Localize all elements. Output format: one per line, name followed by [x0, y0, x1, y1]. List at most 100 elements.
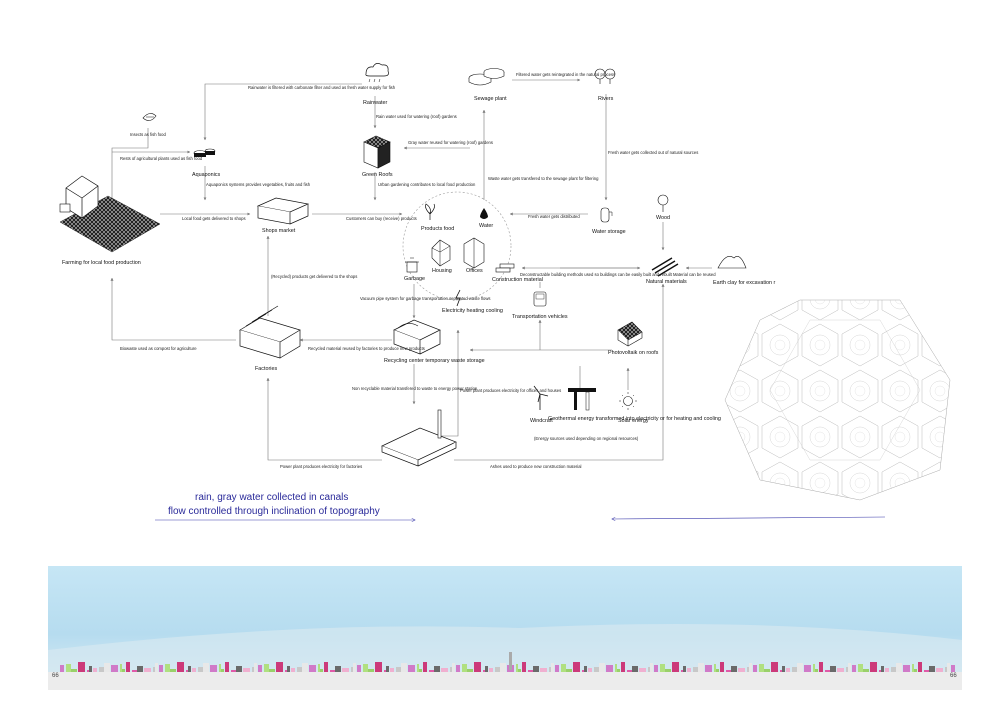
skyline-building: [627, 670, 632, 672]
skyline-building: [665, 669, 671, 672]
skyline-building: [441, 668, 448, 672]
label-shops: Shops market: [262, 228, 296, 234]
wind-turbine-icon: [533, 385, 549, 410]
label-earth-clay: Earth clay for excavation r: [713, 280, 776, 286]
skyline-building: [951, 665, 955, 672]
note-insects: Insects as fish food: [130, 132, 167, 137]
skyline-building: [584, 666, 587, 672]
skyline-building: [522, 662, 526, 672]
skyline-building: [363, 664, 368, 672]
skyline-building: [705, 665, 712, 672]
note-energy-sources: (Energy sources used depending on region…: [534, 436, 639, 441]
skyline-building: [914, 669, 917, 672]
garbage-bin-icon: [405, 257, 419, 273]
skyline-building: [573, 662, 580, 672]
skyline-building: [518, 669, 521, 672]
skyline-building: [93, 668, 97, 672]
skyline-building: [132, 670, 137, 672]
note-rests: Rests of agricultural plants used as fis…: [120, 156, 203, 161]
skyline-building: [170, 669, 176, 672]
skyline-building: [297, 667, 302, 672]
label-rainwater: Rainwater: [363, 100, 387, 106]
note-non-recyclable: Non recyclable material transfered to wa…: [352, 386, 478, 391]
skyline-building: [650, 663, 653, 672]
skyline-building: [726, 670, 731, 672]
skyline-building: [120, 664, 122, 672]
skyline-building: [792, 667, 797, 672]
skyline-building: [749, 663, 752, 672]
skyline-building: [771, 662, 778, 672]
tram-icon: [533, 291, 547, 307]
skyline-building: [87, 670, 89, 672]
label-offices: Offices: [466, 268, 483, 274]
skyline-building: [401, 663, 407, 672]
skyline-building: [302, 663, 308, 672]
skyline-building: [192, 668, 196, 672]
skyline-building: [648, 667, 650, 672]
skyline-building: [243, 668, 250, 672]
skyline-building: [815, 669, 818, 672]
label-natural-materials: Natural materials: [646, 279, 687, 285]
skyline-building: [615, 664, 617, 672]
city-skyline-panorama: 66 66: [48, 566, 962, 690]
skyline-building: [285, 670, 287, 672]
skyline-building: [780, 670, 782, 672]
skyline-building: [236, 666, 242, 672]
skyline-building: [104, 663, 110, 672]
skyline-building: [225, 662, 229, 672]
note-rain-roofs: Rain water used for watering (roof) gard…: [376, 114, 457, 119]
skyline-building: [759, 664, 764, 672]
sprout-icon: [425, 203, 435, 220]
skyline-building: [287, 666, 290, 672]
skyline-building: [386, 666, 389, 672]
house-icon: [431, 239, 451, 267]
label-green-roofs: Green Roofs: [362, 172, 393, 178]
skyline-building: [375, 662, 382, 672]
skyline-building: [417, 664, 419, 672]
skyline-building: [879, 670, 881, 672]
skyline-building: [582, 670, 584, 672]
recycling-center-icon: [393, 319, 441, 355]
solar-panel-roof-icon: [617, 321, 643, 347]
connector-notes: Insects as fish food Rests of agricultur…: [120, 72, 716, 469]
skyline-building: [698, 663, 704, 672]
skyline-building: [357, 665, 361, 672]
skyline-building: [429, 670, 434, 672]
note-customers: Customers can buy (receive) products: [346, 216, 417, 221]
skyline-building: [330, 670, 335, 672]
skyline-building: [221, 669, 224, 672]
skyline-building: [714, 664, 716, 672]
skyline-building: [462, 664, 467, 672]
skyline-building: [764, 669, 770, 672]
label-wood: Wood: [656, 215, 670, 221]
note-ashes: Ashes used to produce new construction m…: [490, 464, 582, 469]
insect-icon: [142, 113, 157, 121]
note-power-offices: Power plant produces electricity for off…: [460, 388, 561, 393]
skyline-building: [353, 663, 356, 672]
skyline-building: [489, 668, 493, 672]
skyline-building: [672, 662, 679, 672]
skyline-building: [782, 666, 785, 672]
skyline-building: [786, 668, 790, 672]
bricks-icon: [495, 263, 515, 273]
city-loop-circle: [402, 191, 512, 301]
skyline-building: [309, 665, 316, 672]
skyline-building: [231, 670, 236, 672]
tower-icon: [509, 652, 512, 670]
skyline-building: [384, 670, 386, 672]
skyline-building: [500, 663, 506, 672]
skyline-building: [731, 666, 737, 672]
aquaponics-icon: [193, 148, 216, 157]
skyline-building: [137, 666, 143, 672]
label-factories: Factories: [255, 366, 277, 372]
skyline-building: [254, 663, 257, 672]
skyline-building: [720, 662, 724, 672]
skyline-building: [342, 668, 349, 672]
note-deconstructable: Deconstructable building methods used so…: [520, 272, 716, 277]
skyline-building: [258, 665, 262, 672]
skyline-building: [566, 669, 572, 672]
skyline-building: [66, 664, 71, 672]
skyline-building: [252, 667, 254, 672]
skyline-building: [351, 667, 353, 672]
